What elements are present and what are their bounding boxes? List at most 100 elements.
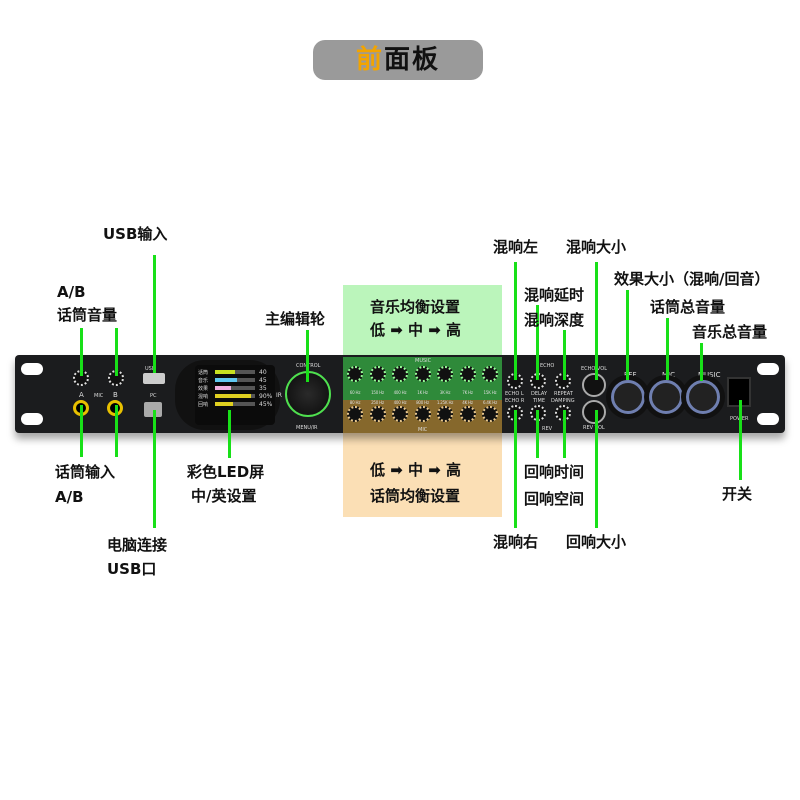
pointer-line [115,405,118,457]
eq-frequency-label: 400 Hz [393,400,407,405]
eq-frequency-label: 800 Hz [416,400,429,405]
screen-row-name: 话筒 [198,370,209,376]
pointer-line [228,410,231,458]
screen-row-value: 90% [259,393,273,400]
mic-label: MIC [94,393,104,399]
usb-label: USB [145,366,156,372]
rack-slot [757,363,779,375]
screen-row-value: 45% [259,401,273,408]
music-eq-knob[interactable] [414,366,431,382]
screen-row-name: 效果 [198,386,209,392]
label-ab-bottom: A/B [55,488,84,506]
label-usb-input: USB输入 [103,225,168,243]
echo-label: ECHO [540,363,555,369]
music-eq-knob[interactable] [392,366,408,382]
label-echo-size: 回响大小 [566,533,627,551]
eq-frequency-label: 60 Hz [349,390,361,395]
music-eq-label: MUSIC [415,358,432,364]
delay-label: DELAY [531,391,547,397]
pointer-line [153,410,156,528]
pointer-line [700,343,703,381]
eq-frequency-label: 3K Hz [439,390,451,395]
echo-r-label: ECHO R [505,398,525,404]
eq-frequency-label: 4K Hz [462,400,473,405]
screen-row-name: 音乐 [198,378,209,384]
rack-slot [21,363,43,375]
screen-row-name: 回响 [198,402,209,408]
music-eq-knob[interactable] [347,366,363,382]
mic-master-knob[interactable] [649,380,683,414]
pointer-line [80,405,83,457]
mic-eq-knob[interactable] [414,406,431,422]
pointer-line [80,328,83,376]
pointer-line [514,262,517,380]
label-echo-time: 回响时间 [524,463,585,481]
rev-label: REV [542,426,553,432]
rev-vol-label: REV VOL [583,425,605,431]
rev-vol-knob[interactable] [582,400,606,424]
eq-frequency-label: 1.25K Hz [436,400,454,405]
mic-eq-knob[interactable] [482,406,498,422]
screen-level-bar [215,402,255,406]
screen-row-value: 40 [259,369,267,376]
label-usb-port: USB口 [107,560,157,578]
jack-a-label: A [79,391,84,399]
mic-eq-knob[interactable] [459,406,476,422]
label-reverb-delay: 混响延时 [524,286,585,304]
label-reverb-right: 混响右 [493,533,539,551]
mic-eq-knob[interactable] [369,406,386,422]
echo-l-label: ECHO L [505,391,524,397]
label-led-screen: 彩色LED屏 [187,463,265,481]
screen-row-name: 混响 [198,394,209,400]
label-low-mid-high: 低 ➡ 中 ➡ 高 [370,321,462,339]
label-low-mid-high-2: 低 ➡ 中 ➡ 高 [370,461,462,479]
eq-frequency-label: 250 Hz [371,400,384,405]
time-label: TIME [533,398,546,404]
rack-slot [757,413,779,425]
pointer-line [626,290,629,380]
eq-frequency-label: 150 Hz [371,390,384,395]
music-eq-knob[interactable] [369,366,386,382]
music-eq-knob[interactable] [437,366,453,382]
pointer-line [595,262,598,380]
pointer-line [563,410,566,458]
eff-label: EFF [624,371,637,379]
pointer-line [514,410,517,528]
control-wheel[interactable] [285,371,331,417]
music-eq-knob[interactable] [459,366,476,382]
label-cn-en: 中/英设置 [191,487,257,505]
pointer-line [536,305,539,380]
effect-volume-knob[interactable] [611,380,645,414]
label-music-master: 音乐总音量 [692,323,768,341]
screen-level-bar [215,370,255,374]
label-reverb-size: 混响大小 [566,238,627,256]
music-eq-knob[interactable] [482,366,498,382]
pointer-line [666,318,669,380]
usb-port[interactable] [143,373,165,384]
label-ab-top: A/B [57,283,86,301]
label-effect-size: 效果大小（混响/回音） [614,270,770,288]
pointer-line [153,255,156,373]
pointer-line [306,330,309,382]
mic-eq-knob[interactable] [392,406,408,422]
label-mic-volume: 话筒音量 [57,306,118,324]
damping-label: DAMPING [551,398,575,404]
echo-vol-knob[interactable] [582,373,606,397]
eq-frequency-label: 15K Hz [483,390,497,395]
usb-b-port[interactable] [144,402,162,417]
music-master-knob[interactable] [686,380,720,414]
jack-b-label: B [113,391,118,399]
pointer-line [595,410,598,528]
eq-frequency-label: 7K Hz [462,390,473,395]
label-reverb-depth: 混响深度 [524,311,585,329]
label-pc-connect: 电脑连接 [107,536,168,554]
pointer-line [739,400,742,480]
mic-eq-knob[interactable] [437,406,453,422]
pointer-line [536,410,539,458]
repeat-label: REPEAT [554,391,573,397]
screen-level-bar [215,394,255,398]
mic-eq-knob[interactable] [347,406,363,422]
pointer-line [563,330,566,380]
label-power: 开关 [722,485,753,503]
